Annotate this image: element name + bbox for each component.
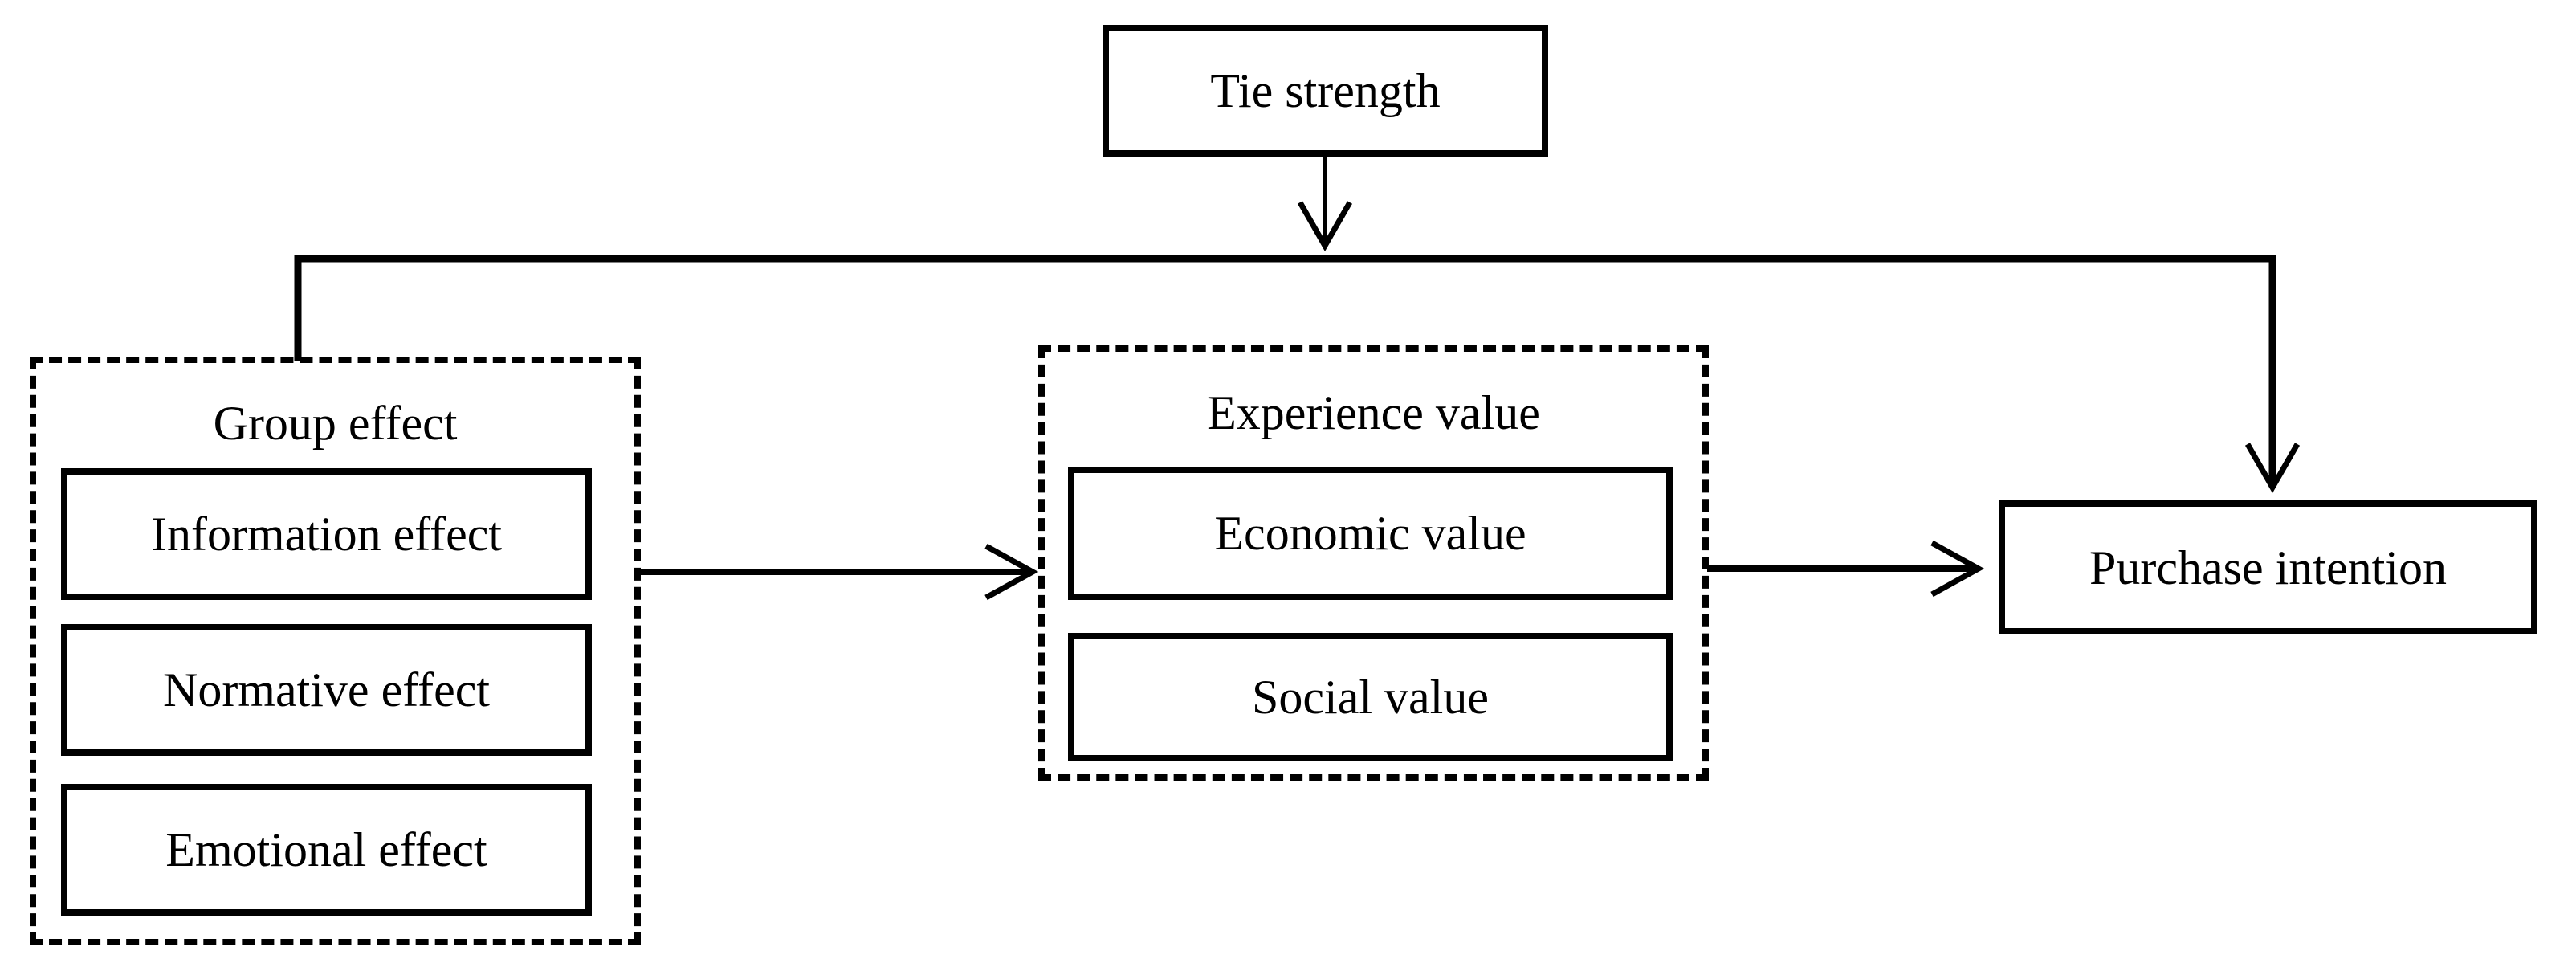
node-normative-effect-label: Normative effect bbox=[162, 663, 491, 716]
experience-value-container: Experience value Economic value Social v… bbox=[1038, 345, 1709, 781]
tie-strength-arrowhead-icon bbox=[1297, 201, 1353, 252]
node-information-effect: Information effect bbox=[61, 468, 592, 600]
group-to-experience-arrowhead-icon bbox=[984, 543, 1039, 601]
node-social-value: Social value bbox=[1068, 633, 1673, 761]
node-tie-strength: Tie strength bbox=[1103, 25, 1548, 157]
node-purchase-intention: Purchase intention bbox=[1999, 500, 2537, 634]
experience-value-title: Experience value bbox=[1207, 386, 1540, 439]
group-effect-container: Group effect Information effect Normativ… bbox=[30, 357, 641, 945]
node-economic-value: Economic value bbox=[1068, 467, 1673, 600]
node-information-effect-label: Information effect bbox=[150, 508, 503, 561]
node-normative-effect: Normative effect bbox=[61, 624, 592, 756]
group-effect-title: Group effect bbox=[213, 397, 458, 450]
experience-to-purchase-arrowhead-icon bbox=[1930, 540, 1985, 598]
node-purchase-intention-label: Purchase intention bbox=[2089, 541, 2447, 594]
node-emotional-effect: Emotional effect bbox=[61, 784, 592, 916]
branch-line bbox=[294, 255, 2276, 482]
node-economic-value-label: Economic value bbox=[1214, 507, 1526, 560]
node-emotional-effect-label: Emotional effect bbox=[165, 823, 487, 876]
node-tie-strength-label: Tie strength bbox=[1210, 64, 1441, 117]
purchase-arrowhead-icon bbox=[2244, 443, 2301, 494]
node-social-value-label: Social value bbox=[1252, 671, 1489, 724]
